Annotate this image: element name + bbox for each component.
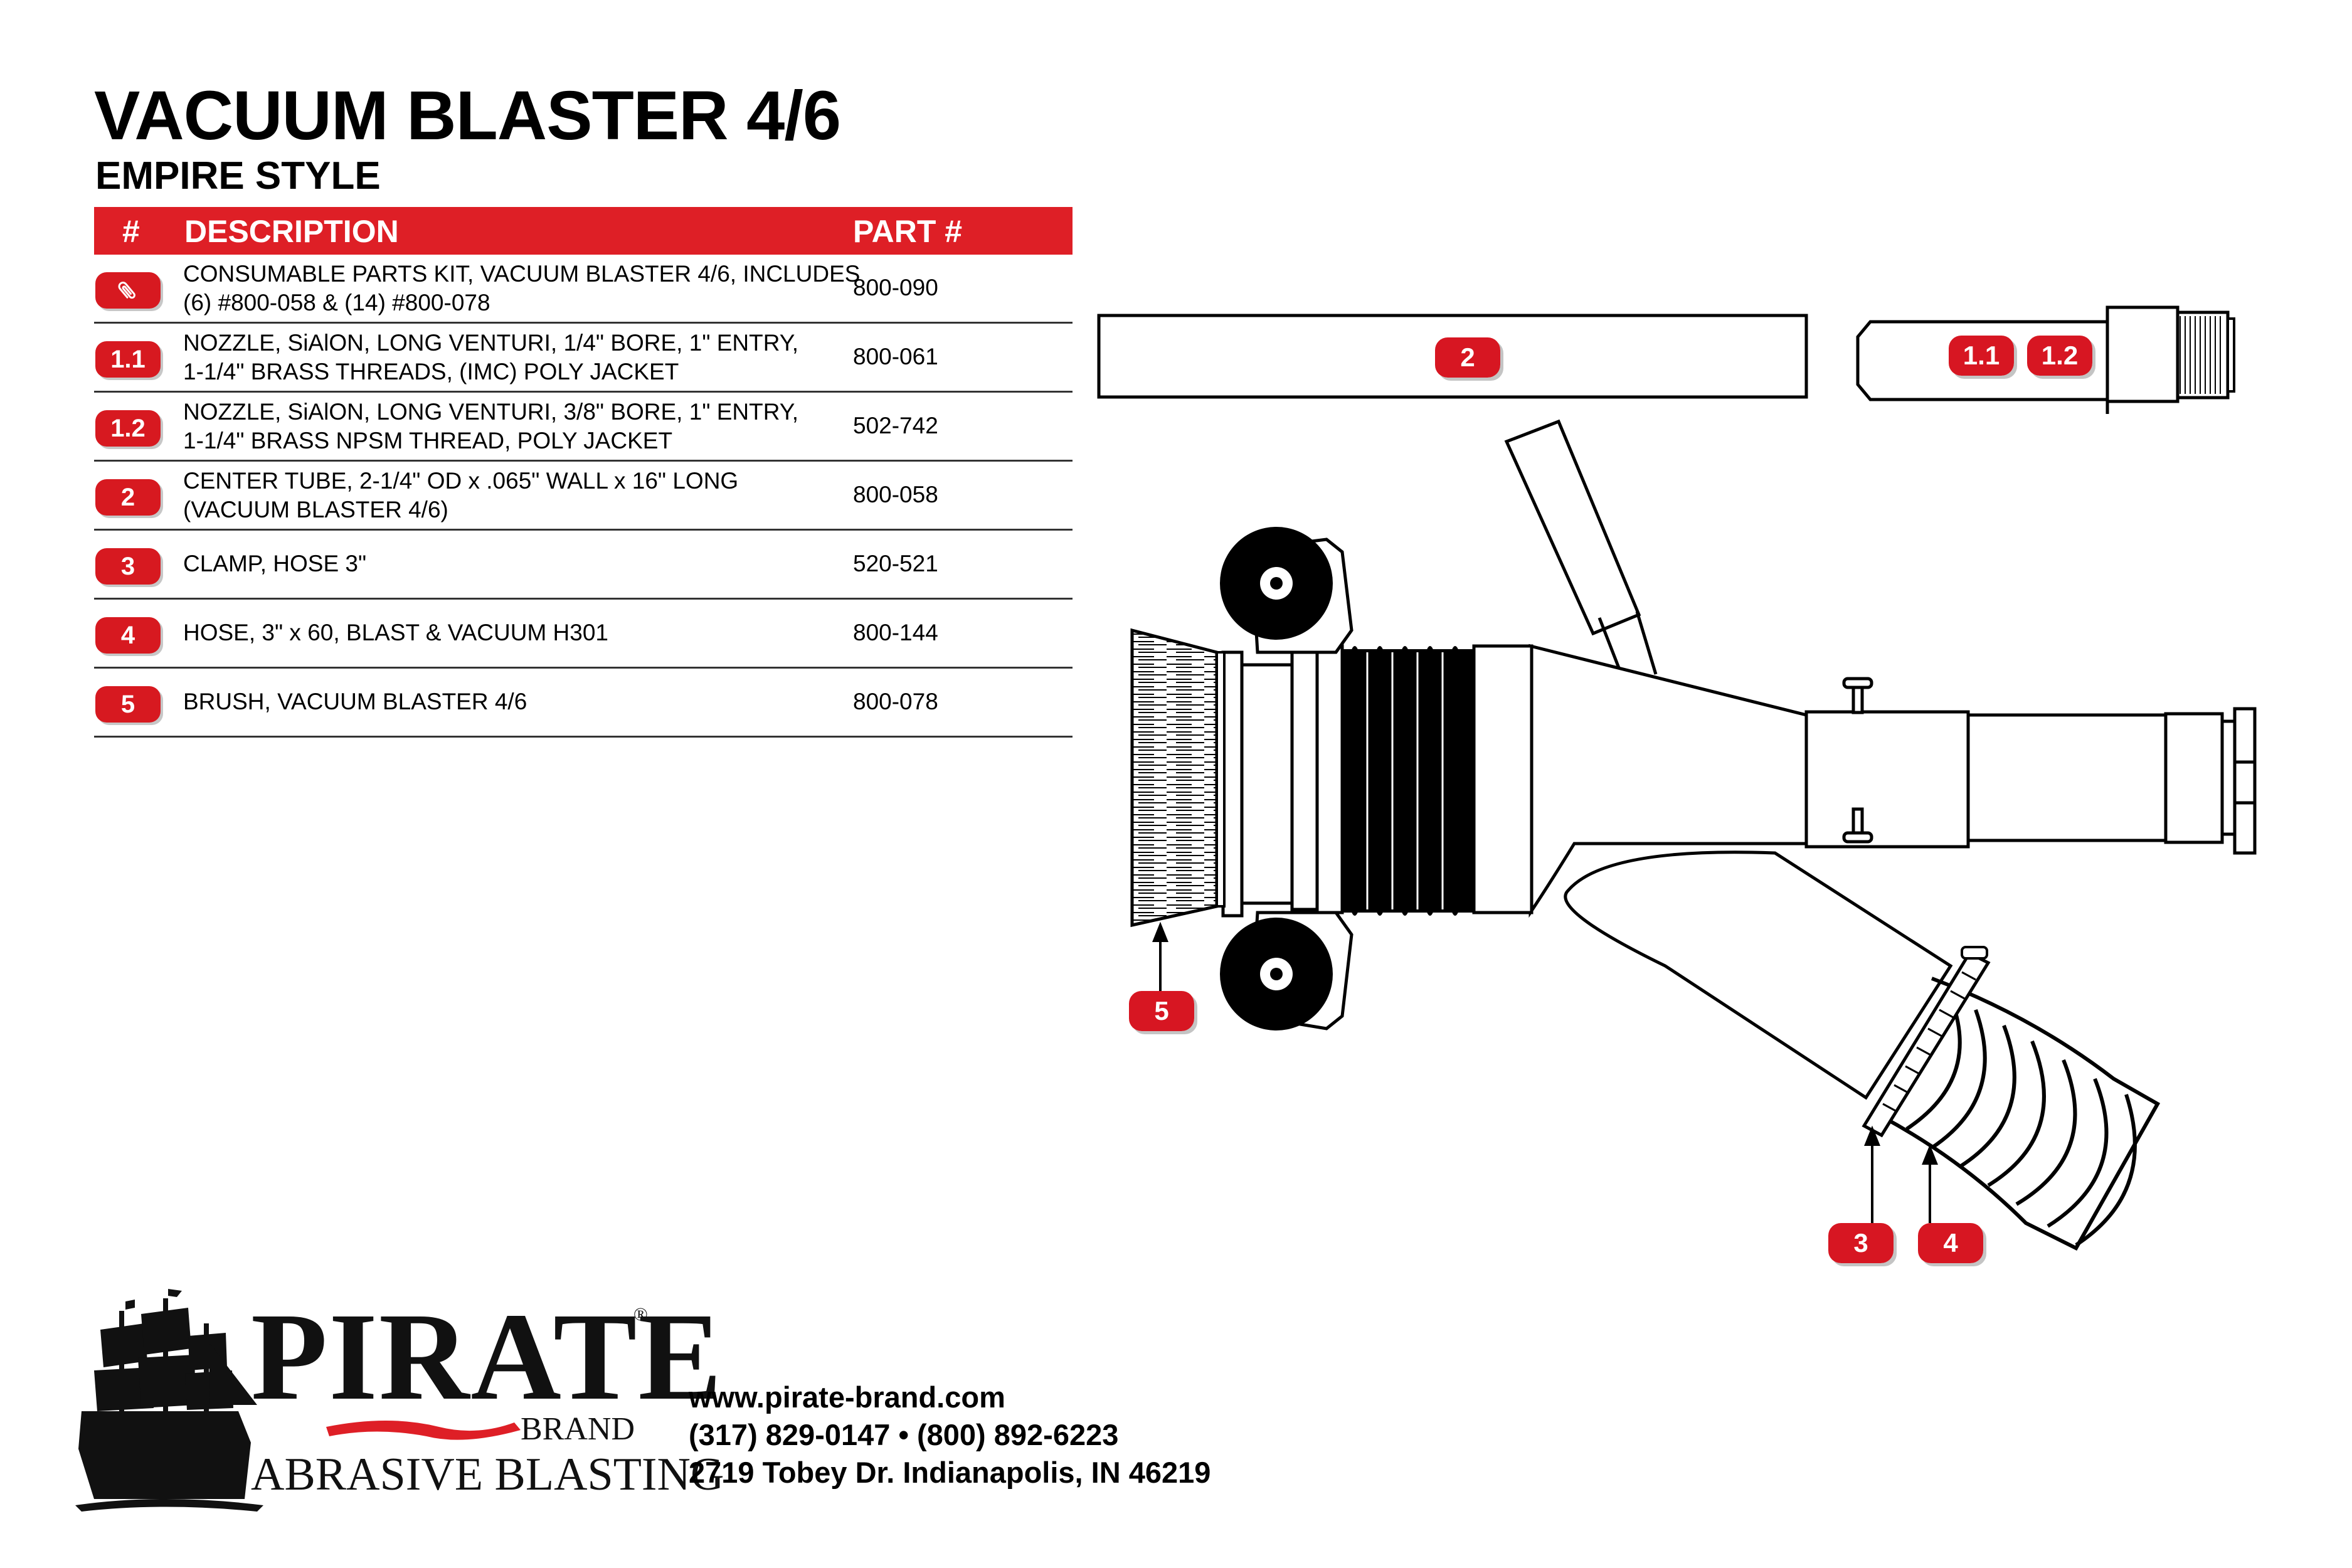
corrugated-sleeve [1341, 646, 1474, 916]
callout-5-label: 5 [1154, 996, 1168, 1025]
hose-clamp [1862, 946, 1991, 1138]
description-line: 1-1/4" BRASS NPSM THREAD, POLY JACKET [183, 428, 673, 453]
row-part-number: 800-078 [853, 689, 938, 714]
paperclip-icon [118, 282, 135, 299]
callout-2: 2 [1435, 337, 1500, 378]
row-badge: 5 [95, 686, 161, 723]
logo-registered: ® [633, 1304, 648, 1325]
row-part-number: 800-058 [853, 482, 938, 507]
header-part: PART # [853, 214, 963, 249]
description-line: CONSUMABLE PARTS KIT, VACUUM BLASTER 4/6… [183, 261, 861, 287]
callout-1-1: 1.1 [1949, 336, 2014, 376]
row-description: HOSE, 3" x 60, BLAST & VACUUM H301 [183, 620, 609, 645]
header-num: # [122, 214, 140, 249]
callout-3: 3 [1828, 1223, 1894, 1263]
table-row: 2 CENTER TUBE, 2-1/4" OD x .065" WALL x … [94, 462, 1073, 531]
table-header: # DESCRIPTION PART # [94, 207, 1073, 255]
description-line: (6) #800-058 & (14) #800-078 [183, 290, 490, 315]
parts-table: # DESCRIPTION PART # CONSUMABLE PARTS KI… [94, 207, 1073, 738]
callout-4: 4 [1918, 1223, 1983, 1263]
row-badge: 1.2 [95, 410, 161, 447]
logo-word: PIRATE [251, 1288, 723, 1426]
table-row: 4 HOSE, 3" x 60, BLAST & VACUUM H301 800… [94, 600, 1073, 669]
row-part-number: 800-144 [853, 620, 938, 645]
callout-2-label: 2 [1460, 342, 1475, 372]
brush [1130, 628, 1226, 928]
row-description: NOZZLE, SiAlON, LONG VENTURI, 3/8" BORE,… [183, 398, 923, 455]
row-badge [95, 272, 161, 309]
row-badge: 1.1 [95, 341, 161, 378]
wheel-bottom [1220, 918, 1333, 1030]
address: 2719 Tobey Dr. Indianapolis, IN 46219 [689, 1456, 1211, 1489]
description-line: (VACUUM BLASTER 4/6) [183, 497, 448, 522]
row-description: CLAMP, HOSE 3" [183, 551, 367, 576]
description-line: CENTER TUBE, 2-1/4" OD x .065" WALL x 16… [183, 468, 739, 494]
hose [1880, 977, 2161, 1251]
logo-tagline: ABRASIVE BLASTING [251, 1449, 724, 1500]
website-link[interactable]: www.pirate-brand.com [689, 1380, 1005, 1414]
row-badge: 4 [95, 617, 161, 654]
header-description: DESCRIPTION [184, 214, 399, 249]
table-row: 1.2 NOZZLE, SiAlON, LONG VENTURI, 3/8" B… [94, 393, 1073, 462]
row-description: CENTER TUBE, 2-1/4" OD x .065" WALL x 16… [183, 467, 923, 524]
table-row: 5 BRUSH, VACUUM BLASTER 4/6 800-078 [94, 669, 1073, 738]
table-row: 1.1 NOZZLE, SiAlON, LONG VENTURI, 1/4" B… [94, 324, 1073, 393]
table-row: 3 CLAMP, HOSE 3" 520-521 [94, 531, 1073, 600]
row-description: CONSUMABLE PARTS KIT, VACUUM BLASTER 4/6… [183, 260, 923, 317]
phone-numbers: (317) 829-0147 • (800) 892-6223 [689, 1418, 1119, 1451]
callout-4-label: 4 [1943, 1228, 1958, 1258]
row-part-number: 800-090 [853, 275, 938, 300]
table-row: CONSUMABLE PARTS KIT, VACUUM BLASTER 4/6… [94, 255, 1073, 324]
blaster-body [1221, 419, 2257, 1100]
description-line: 1-1/4" BRASS THREADS, (IMC) POLY JACKET [183, 359, 679, 384]
callout-5: 5 [1129, 991, 1194, 1031]
callout-3-label: 3 [1853, 1228, 1868, 1258]
leader-arrows [1152, 921, 1938, 1223]
pirate-ship-icon [75, 1289, 263, 1512]
callout-1-2-label: 1.2 [2042, 341, 2078, 370]
page-subtitle: EMPIRE STYLE [95, 154, 381, 198]
callout-1-1-label: 1.1 [1963, 341, 2000, 370]
pirate-brand-logo: PIRATE ® BRAND ABRASIVE BLASTING [75, 1288, 724, 1512]
wheel-top [1220, 527, 1333, 640]
blood-splatter-icon [326, 1421, 521, 1440]
logo-brand: BRAND [521, 1411, 635, 1447]
contact-block: www.pirate-brand.com (317) 829-0147 • (8… [689, 1379, 1210, 1491]
row-part-number: 800-061 [853, 344, 938, 369]
page-title: VACUUM BLASTER 4/6 [94, 77, 841, 154]
row-badge: 2 [95, 479, 161, 516]
row-badge: 3 [95, 548, 161, 585]
description-line: NOZZLE, SiAlON, LONG VENTURI, 1/4" BORE,… [183, 330, 798, 356]
description-line: NOZZLE, SiAlON, LONG VENTURI, 3/8" BORE,… [183, 399, 798, 425]
row-part-number: 520-521 [853, 551, 938, 576]
row-description: NOZZLE, SiAlON, LONG VENTURI, 1/4" BORE,… [183, 329, 923, 386]
row-description: BRUSH, VACUUM BLASTER 4/6 [183, 689, 527, 714]
callout-1-2: 1.2 [2027, 336, 2092, 376]
row-part-number: 502-742 [853, 413, 938, 438]
